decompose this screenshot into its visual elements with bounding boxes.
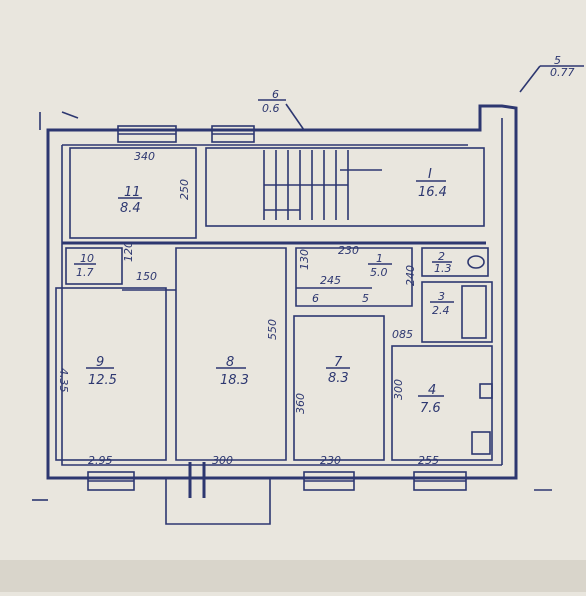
corner-dim-value: 0.77 bbox=[550, 66, 575, 79]
room-11-outline bbox=[69, 147, 197, 239]
room-3-outline bbox=[421, 281, 493, 343]
outer-wall bbox=[46, 104, 518, 480]
room-7-area: 8.3 bbox=[328, 371, 349, 386]
room-1-outline bbox=[295, 247, 413, 307]
room-stair-area: 16.4 bbox=[418, 185, 447, 200]
corner-dim-number: 5 bbox=[554, 54, 561, 67]
top-dim-number: 6 bbox=[272, 88, 279, 101]
dim-435: 4.35 bbox=[57, 368, 70, 393]
room-2-number: 2 bbox=[438, 250, 445, 263]
dim-550: 550 bbox=[266, 319, 279, 340]
dim-340: 340 bbox=[134, 150, 155, 163]
balcony bbox=[165, 478, 271, 525]
room-11-area: 8.4 bbox=[120, 201, 141, 216]
dim-120: 120 bbox=[122, 241, 135, 262]
paper-shadow bbox=[0, 560, 586, 592]
dim-230-top: 230 bbox=[338, 244, 359, 257]
dimension-ticks bbox=[32, 111, 552, 501]
dim-240: 240 bbox=[404, 265, 417, 286]
room-stair-outline bbox=[205, 147, 485, 227]
dim-250: 250 bbox=[178, 179, 191, 200]
inner-perimeter-wall bbox=[61, 145, 502, 466]
room-9-outline bbox=[55, 287, 167, 461]
room-8-outline bbox=[175, 247, 287, 461]
dim-130: 130 bbox=[298, 249, 311, 270]
room-4-area: 7.6 bbox=[420, 401, 441, 416]
room-9-number: 9 bbox=[96, 355, 104, 370]
room-8-area: 18.3 bbox=[220, 373, 249, 388]
room-3-area: 2.4 bbox=[432, 304, 450, 317]
room-10-number: 10 bbox=[80, 252, 94, 265]
room-labels: 11 8.4 I 16.4 10 1.7 1 5.0 2 1.3 3 2.4 9… bbox=[74, 167, 454, 416]
dim-150: 150 bbox=[136, 270, 157, 283]
dim-230-bottom: 230 bbox=[320, 454, 341, 467]
room-10-outline bbox=[65, 247, 123, 285]
dim-245: 245 bbox=[320, 274, 341, 287]
room-4-outline bbox=[391, 345, 493, 461]
room-7-number: 7 bbox=[334, 355, 343, 370]
dim-255: 255 bbox=[418, 454, 439, 467]
room-11-number: 11 bbox=[124, 185, 141, 200]
room-1-number: 1 bbox=[376, 252, 383, 265]
stove-icon bbox=[471, 431, 491, 455]
dim-300-horizontal: 300 bbox=[212, 454, 233, 467]
dimension-labels: 6 0.6 5 0.77 340 250 120 150 230 130 245… bbox=[57, 54, 584, 467]
room-7-outline bbox=[293, 315, 385, 461]
sink-icon bbox=[479, 383, 493, 399]
toilet-icon bbox=[467, 255, 485, 269]
dim-6: 6 bbox=[312, 292, 319, 305]
dim-295: 2.95 bbox=[88, 454, 113, 467]
room-4-number: 4 bbox=[428, 383, 436, 398]
room-8-number: 8 bbox=[226, 355, 234, 370]
room-2-outline bbox=[421, 247, 489, 277]
room-10-area: 1.7 bbox=[76, 266, 94, 279]
stair-steps bbox=[263, 150, 382, 220]
dim-5: 5 bbox=[362, 292, 369, 305]
room-1-area: 5.0 bbox=[370, 266, 388, 279]
top-dim-value: 0.6 bbox=[262, 102, 280, 115]
bathtub-icon bbox=[461, 285, 487, 339]
dim-085: 085 bbox=[392, 328, 413, 341]
room-stair-number: I bbox=[428, 167, 432, 182]
room-2-area: 1.3 bbox=[434, 262, 452, 275]
room-3-number: 3 bbox=[438, 290, 445, 303]
room-9-area: 12.5 bbox=[88, 373, 117, 388]
dim-300-vertical: 300 bbox=[392, 379, 405, 400]
dim-360: 360 bbox=[294, 393, 307, 414]
